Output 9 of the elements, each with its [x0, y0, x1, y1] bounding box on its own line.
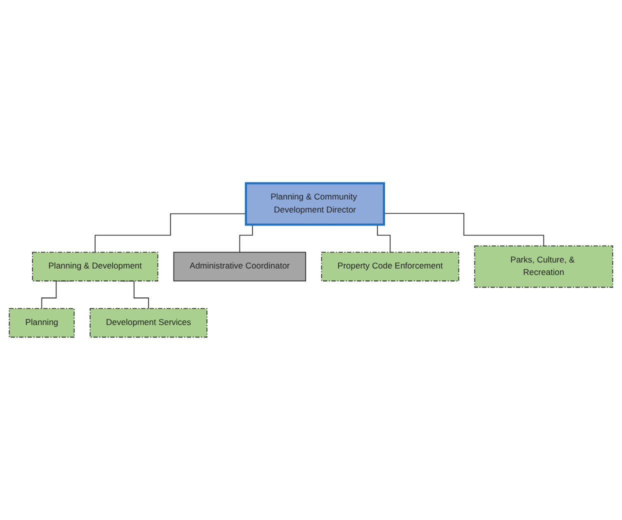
connector	[94, 213, 246, 252]
node-box: Parks, Culture, & Recreation	[474, 245, 614, 288]
node-box: Planning	[8, 308, 75, 338]
node-box: Planning & Community Development Director	[244, 182, 386, 226]
connector	[384, 212, 544, 246]
node-box: Administrative Coordinator	[173, 252, 306, 282]
node-box: Development Services	[90, 308, 208, 338]
node-box: Property Code Enforcement	[321, 252, 460, 282]
node-box: Planning & Development	[32, 252, 158, 282]
